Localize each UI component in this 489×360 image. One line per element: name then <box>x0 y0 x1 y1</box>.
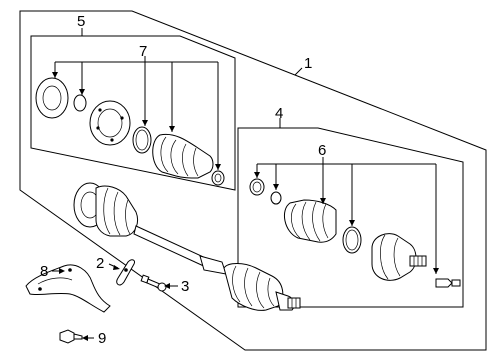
leaders-group-5-7 <box>52 28 221 170</box>
assembly-outline-1 <box>19 10 487 351</box>
axle-nut-bolt <box>435 278 453 288</box>
callout-9: 9 <box>98 330 106 347</box>
callout-2: 2 <box>96 255 104 272</box>
bracket-2 <box>116 259 135 286</box>
callout-8: 8 <box>40 263 48 280</box>
small-clamp <box>211 170 225 186</box>
inner-boot <box>152 133 214 179</box>
leader-1 <box>294 67 303 76</box>
leaders-small-parts <box>52 263 178 341</box>
callout-6: 6 <box>318 142 326 159</box>
axle-shaft-bar <box>133 225 211 269</box>
heat-shield-8 <box>25 264 111 313</box>
outer-clamp-small <box>249 178 265 196</box>
outer-kit-parts <box>249 178 461 288</box>
outer-boot <box>283 199 337 243</box>
callout-5: 5 <box>77 13 85 30</box>
leaders-group-4-6 <box>254 118 439 274</box>
cv-joint-hub <box>89 100 131 146</box>
axle-shaft-assembly <box>73 182 301 311</box>
small-seal <box>73 94 87 112</box>
shaft-damper <box>199 255 227 275</box>
shaft-stub <box>287 297 301 309</box>
outer-washer <box>270 191 282 205</box>
callout-3: 3 <box>181 278 189 295</box>
dust-cover <box>35 77 69 119</box>
callout-1: 1 <box>304 55 312 72</box>
shaft-outer-boot <box>223 263 284 311</box>
callout-4: 4 <box>275 105 283 122</box>
callout-7: 7 <box>139 43 147 60</box>
inner-boot-kit-box-5 <box>30 35 236 191</box>
bolt-9 <box>59 329 83 344</box>
inner-kit-parts <box>35 77 225 186</box>
bolt-3 <box>140 274 167 292</box>
